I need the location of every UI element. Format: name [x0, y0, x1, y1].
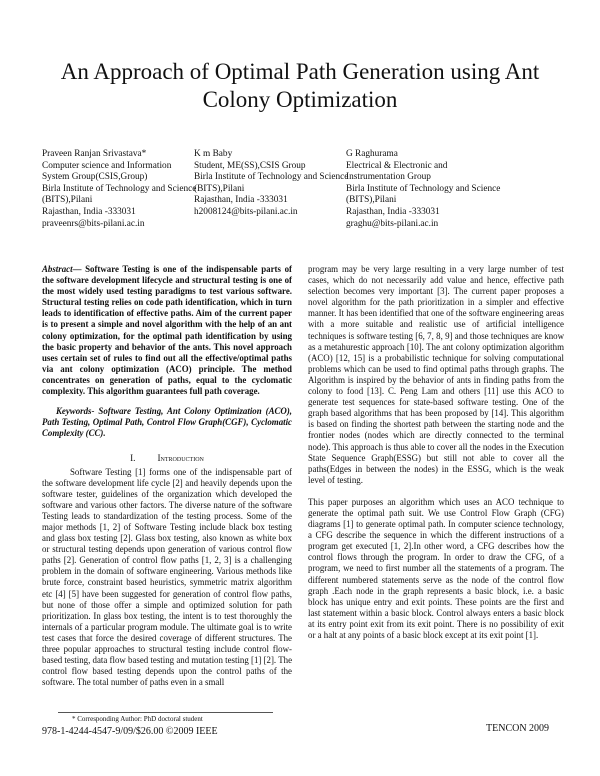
body-paragraph: This paper purposes an algorithm which u…: [308, 496, 564, 640]
author-name: K m Baby: [194, 149, 233, 159]
right-column: program may be very large resulting in a…: [308, 264, 564, 641]
author-block-2: K m Baby Student, ME(SS),CSIS Group Birl…: [194, 149, 354, 219]
left-column: Abstract— Software Testing is one of the…: [42, 264, 292, 688]
body-paragraph: Software Testing [1] forms one of the in…: [42, 466, 293, 688]
author-email: graghu@bits-pilani.ac.in: [346, 218, 439, 229]
abstract-text: — Software Testing is one of the indispe…: [42, 264, 292, 397]
section-heading: I. Introduction: [42, 453, 292, 464]
body-paragraph: program may be very large resulting in a…: [308, 264, 564, 485]
author-affiliation: (BITS),Pilani: [346, 195, 397, 206]
author-affiliation: Electrical & Electronic and: [346, 160, 448, 171]
author-affiliation: System Group(CSIS,Group): [42, 172, 148, 183]
abstract-label: Abstract: [42, 264, 73, 274]
author-name: Praveen Ranjan Srivastava*: [42, 149, 147, 159]
footnote-divider: [58, 712, 273, 713]
copyright-line: 978-1-4244-4547-9/09/$26.00 ©2009 IEEE: [42, 726, 218, 737]
author-address: Rajasthan, India -333031: [194, 195, 288, 206]
section-number: I.: [130, 453, 136, 464]
author-affiliation: Student, ME(SS),CSIS Group: [194, 160, 306, 171]
conference-name: TENCON 2009: [486, 723, 550, 734]
abstract: Abstract— Software Testing is one of the…: [42, 264, 292, 397]
author-address: Rajasthan, India -333031: [42, 206, 136, 217]
author-address: Rajasthan, India -333031: [346, 206, 440, 217]
author-affiliation: Computer science and Information: [42, 160, 172, 171]
section-title: Introduction: [157, 453, 204, 464]
author-affiliation: (BITS),Pilani: [42, 195, 93, 206]
author-email: praveenrs@bits-pilani.ac.in: [42, 218, 145, 229]
keywords: Keywords- Software Testing, Ant Colony O…: [42, 406, 292, 439]
author-affiliation: (BITS),Pilani: [194, 183, 245, 194]
footnote: * Corresponding Author: PhD doctoral stu…: [72, 715, 203, 723]
author-block-1: Praveen Ranjan Srivastava* Computer scie…: [42, 149, 202, 230]
author-affiliation: Instrumentation Group: [346, 172, 431, 183]
author-name: G Raghurama: [346, 149, 398, 159]
author-block-3: G Raghurama Electrical & Electronic and …: [346, 149, 506, 230]
author-affiliation: Birla Institute of Technology and Scienc…: [42, 183, 197, 194]
paper-title: An Approach of Optimal Path Generation u…: [60, 59, 540, 112]
author-affiliation: Birla Institute of Technology and Scienc…: [194, 172, 349, 183]
author-email: h2008124@bits-pilani.ac.in: [194, 206, 298, 217]
author-affiliation: Birla Institute of Technology and Scienc…: [346, 183, 501, 194]
